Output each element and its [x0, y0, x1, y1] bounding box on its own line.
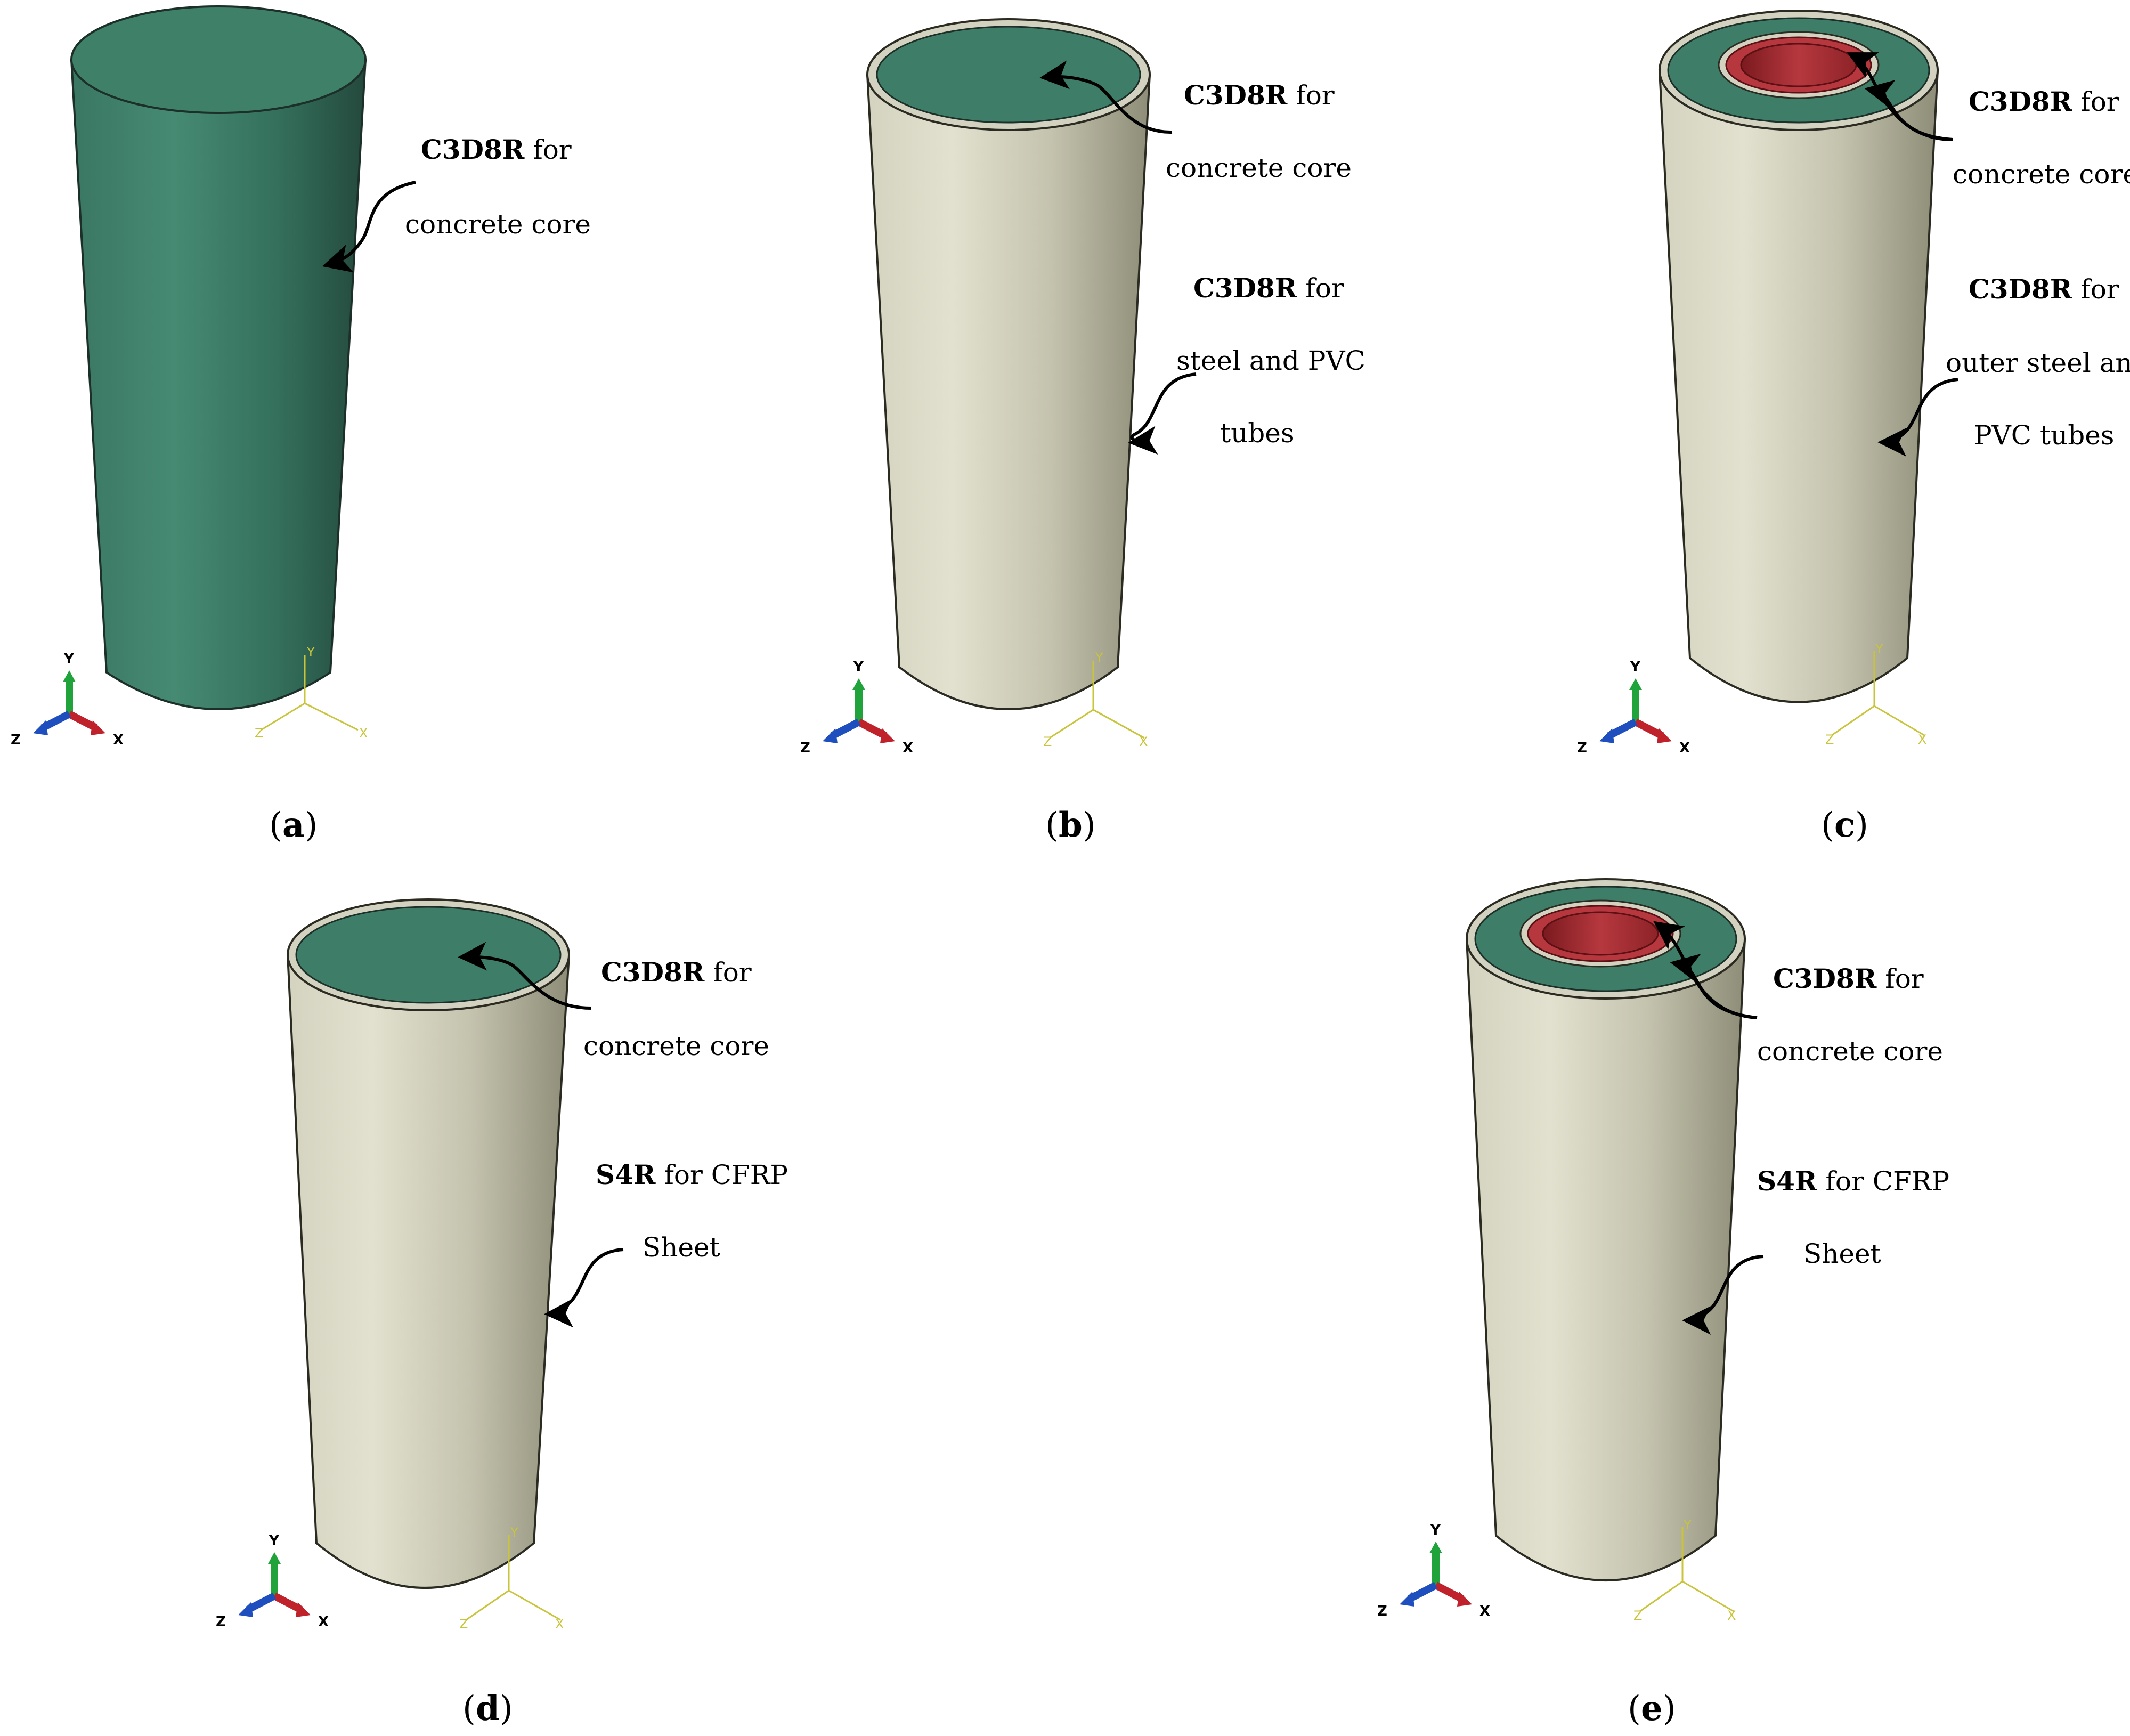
triad-d-z: Z — [216, 1614, 226, 1630]
local-b-x: X — [1139, 734, 1148, 749]
cylinder-concrete-a — [70, 5, 367, 710]
arrow-c3 — [1877, 378, 1958, 457]
triad-a-x: X — [113, 732, 124, 748]
triad-e-x: X — [1479, 1603, 1490, 1619]
triad-b-z: Z — [800, 740, 810, 756]
axis-triad-b: Y X Z — [800, 659, 913, 756]
local-e-y: Y — [1683, 1518, 1692, 1532]
local-e-z: Z — [1633, 1608, 1642, 1623]
local-b-y: Y — [1095, 650, 1103, 665]
local-d-y: Y — [510, 1525, 518, 1540]
panel-a: C3D8R for concrete core Y X Z Y X Z (a) — [11, 5, 591, 845]
triad-e-z: Z — [1377, 1603, 1387, 1619]
label-d2-line2: Sheet — [643, 1232, 720, 1263]
caption-b: (b) — [1045, 805, 1096, 845]
caption-d: (d) — [462, 1689, 513, 1729]
label-b2-line3: tubes — [1220, 418, 1295, 449]
label-b2-line1: C3D8R for — [1193, 272, 1344, 304]
axis-triad-c: Y X Z — [1577, 659, 1690, 756]
local-e-x: X — [1727, 1608, 1736, 1623]
label-c2-line2: outer steel and — [1946, 347, 2130, 378]
arrow-e2 — [1670, 954, 1758, 1019]
label-b2-line2: steel and PVC — [1176, 345, 1365, 376]
label-e1-line1: C3D8R for — [1773, 963, 1924, 994]
label-d1-line1: C3D8R for — [601, 956, 752, 988]
triad-a-y: Y — [63, 651, 75, 667]
label-d2-line1: S4R for CFRP — [596, 1159, 788, 1190]
local-axes-b: Y X Z — [1043, 650, 1148, 749]
triad-d-y: Y — [269, 1533, 280, 1549]
triad-d-x: X — [318, 1614, 329, 1630]
arrow-e3 — [1682, 1255, 1764, 1335]
label-a1-line2: concrete core — [405, 209, 591, 240]
axis-triad-a: Y X Z — [11, 651, 124, 748]
caption-e: (e) — [1628, 1689, 1676, 1729]
label-c1-line2: concrete core — [1953, 159, 2130, 190]
local-c-y: Y — [1875, 642, 1883, 656]
triad-b-x: X — [903, 740, 913, 756]
arrow-d1 — [458, 942, 592, 1010]
cylinder-cfrp-d — [286, 898, 571, 1589]
label-e2-line1: S4R for CFRP — [1757, 1165, 1949, 1197]
arrow-d2 — [544, 1248, 624, 1328]
arrow-c2 — [1864, 80, 1953, 141]
axis-triad-e: Y X Z — [1377, 1522, 1490, 1619]
axis-triad-d: Y X Z — [216, 1533, 329, 1630]
local-axes-c: Y X Z — [1825, 642, 1926, 747]
triad-c-z: Z — [1577, 740, 1587, 756]
cylinder-tube-b — [866, 18, 1151, 710]
panel-b: C3D8R for concrete core C3D8R for steel … — [800, 18, 1365, 845]
local-d-x: X — [555, 1617, 564, 1632]
local-axes-a: Y X Z — [255, 645, 368, 741]
local-a-x: X — [359, 726, 368, 741]
label-c2-line1: C3D8R for — [1969, 273, 2119, 305]
arrow-b1 — [1039, 60, 1173, 134]
panel-d: C3D8R for concrete core S4R for CFRP She… — [216, 898, 788, 1729]
triad-a-z: Z — [11, 732, 21, 748]
panel-c: C3D8R for concrete core C3D8R for outer … — [1577, 10, 2130, 845]
arrow-b2 — [1128, 372, 1197, 455]
label-c1-line1: C3D8R for — [1969, 86, 2119, 117]
triad-e-y: Y — [1430, 1522, 1441, 1538]
local-axes-d: Y X Z — [459, 1525, 564, 1632]
local-b-z: Z — [1043, 734, 1052, 749]
arrow-a1 — [322, 181, 416, 273]
triad-c-x: X — [1679, 740, 1690, 756]
label-e2-line2: Sheet — [1803, 1238, 1881, 1269]
label-e1-line2: concrete core — [1757, 1036, 1943, 1067]
label-b1-line1: C3D8R for — [1184, 79, 1335, 111]
triad-b-y: Y — [853, 659, 864, 675]
label-b1-line2: concrete core — [1166, 152, 1352, 183]
triad-c-y: Y — [1630, 659, 1641, 675]
label-c2-line3: PVC tubes — [1974, 420, 2114, 451]
label-d1-line2: concrete core — [583, 1031, 769, 1061]
local-c-z: Z — [1825, 732, 1834, 747]
local-c-x: X — [1918, 732, 1926, 747]
local-a-y: Y — [306, 645, 315, 660]
cylinder-cfrp-double-e — [1465, 878, 1746, 1581]
label-a1-line1: C3D8R for — [421, 134, 572, 165]
local-axes-e: Y X Z — [1633, 1518, 1736, 1623]
local-a-z: Z — [255, 726, 263, 741]
local-d-z: Z — [459, 1617, 468, 1632]
panel-e: C3D8R for concrete core S4R for CFRP She… — [1377, 878, 1949, 1729]
caption-a: (a) — [269, 805, 318, 845]
caption-c: (c) — [1821, 805, 1868, 845]
